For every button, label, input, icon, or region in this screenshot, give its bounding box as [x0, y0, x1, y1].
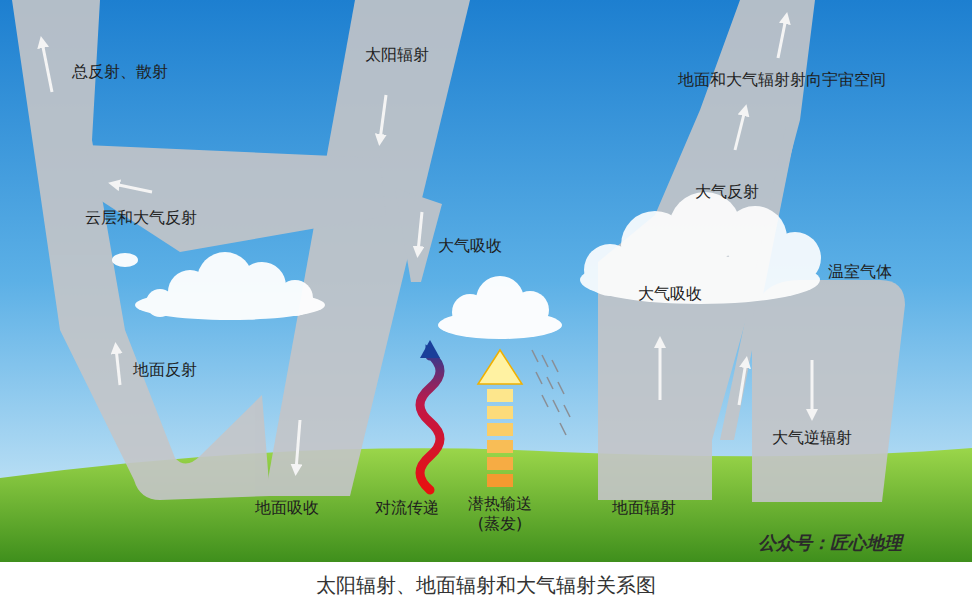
greenhouse-label: 温室气体	[828, 262, 892, 282]
watermark: 公众号：匠心地理	[758, 532, 902, 555]
radiation-bands	[12, 0, 905, 502]
reflection-label: 总反射、散射	[72, 62, 168, 82]
cloud-reflection-label: 云层和大气反射	[85, 208, 197, 228]
clouds	[112, 192, 821, 339]
caption-ground	[0, 562, 972, 608]
solar-label: 太阳辐射	[365, 45, 429, 65]
ground-reflection-label: 地面反射	[133, 360, 197, 380]
figure-caption: 太阳辐射、地面辐射和大气辐射关系图	[0, 572, 972, 599]
absorption-label: 大气吸收	[438, 236, 502, 256]
counter-radiation-label: 大气逆辐射	[772, 428, 852, 448]
ground-radiation-label: 地面辐射	[612, 498, 676, 518]
latent-heat-label: 潜热输送 (蒸发)	[462, 494, 538, 534]
convection-label: 对流传递	[375, 498, 439, 518]
atmosphere-reflection-label: 大气反射	[695, 182, 759, 202]
latent-heat-arrow	[478, 350, 522, 487]
ground-absorption-label: 地面吸收	[255, 498, 319, 518]
rain	[532, 350, 570, 435]
convection-arrow	[420, 340, 440, 490]
absorption-label: 大气吸收	[638, 284, 702, 304]
sky	[0, 0, 972, 562]
outgoing-label: 地面和大气辐射射向宇宙空间	[678, 70, 886, 90]
